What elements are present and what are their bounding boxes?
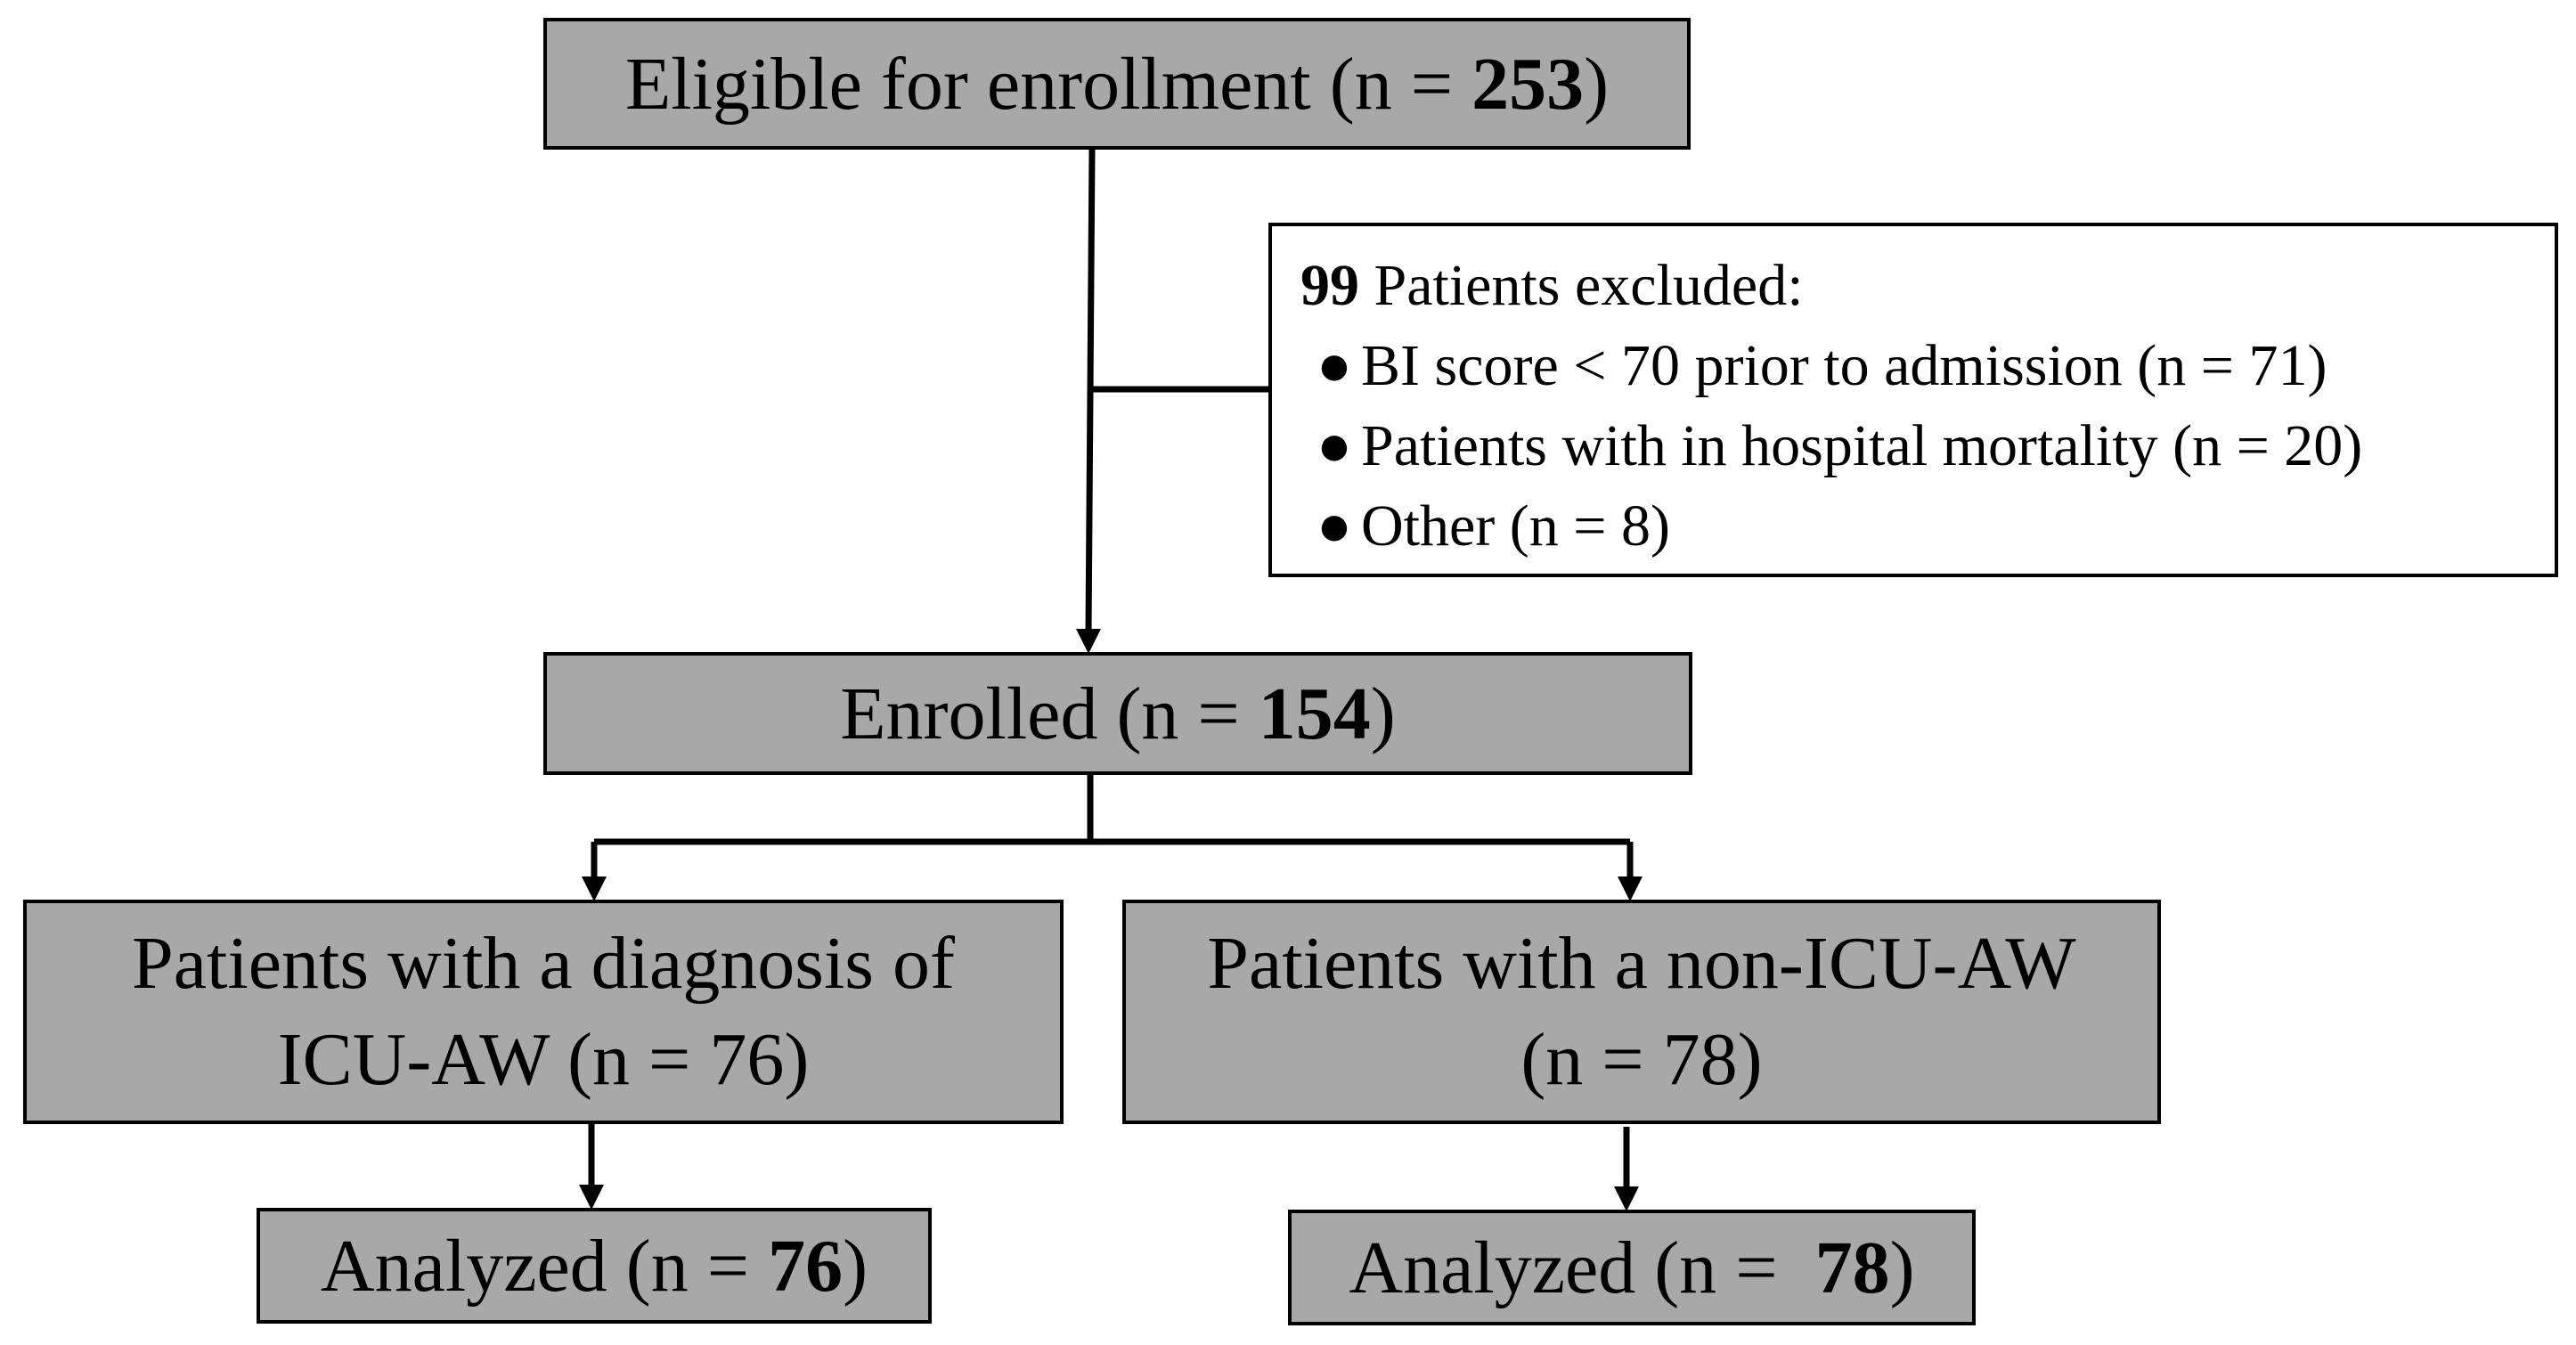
analyzed-icu-aw-prefix: Analyzed (n =: [320, 1224, 769, 1308]
enrolled-prefix: Enrolled (n =: [840, 672, 1259, 755]
enrolled-box: Enrolled (n = 154): [543, 652, 1692, 775]
enrolled-suffix: ): [1370, 672, 1396, 755]
analyzed-icu-aw-suffix: ): [843, 1224, 868, 1308]
arrowhead-enrolled: [1076, 629, 1101, 654]
eligible-prefix: Eligible for enrollment (n =: [624, 42, 1472, 126]
analyzed-non-icu-aw-count: 78: [1814, 1226, 1890, 1309]
analyzed-icu-aw-text: Analyzed (n = 76): [321, 1223, 868, 1309]
eligible-count: 253: [1471, 42, 1585, 126]
excluded-item: ●Other (n = 8): [1300, 486, 2555, 567]
arrowhead-analyzed-1: [579, 1185, 604, 1210]
arrow-eligible-to-enrolled: [1085, 149, 1096, 635]
enrolled-count: 154: [1258, 672, 1371, 755]
arrowhead-non-icu-aw: [1618, 876, 1643, 901]
eligible-text: Eligible for enrollment (n = 253): [625, 41, 1609, 127]
non-icu-aw-group-line1: Patients with a non-ICU-AW: [1207, 922, 2076, 1005]
excluded-item-text: Other (n = 8): [1361, 493, 1670, 558]
bullet-icon: ●: [1317, 333, 1352, 398]
eligible-box: Eligible for enrollment (n = 253): [543, 18, 1691, 150]
excluded-item: ●BI score < 70 prior to admission (n = 7…: [1300, 326, 2555, 406]
analyzed-non-icu-aw-suffix: ): [1889, 1226, 1915, 1309]
analyzed-non-icu-aw-box: Analyzed (n = 78): [1288, 1210, 1976, 1325]
non-icu-aw-group-text: Patients with a non-ICU-AW (n = 78): [1207, 916, 2075, 1108]
analyzed-non-icu-aw-text: Analyzed (n = 78): [1349, 1225, 1914, 1311]
arrowhead-analyzed-2: [1614, 1186, 1639, 1211]
icu-aw-group-box: Patients with a diagnosis of ICU-AW (n =…: [23, 900, 1064, 1124]
analyzed-icu-aw-count: 76: [768, 1224, 844, 1308]
icu-aw-group-text: Patients with a diagnosis of ICU-AW (n =…: [132, 916, 955, 1108]
bullet-icon: ●: [1317, 413, 1352, 478]
icu-aw-group-line1: Patients with a diagnosis of: [132, 922, 955, 1005]
bullet-icon: ●: [1317, 493, 1352, 558]
excluded-label: Patients excluded:: [1359, 253, 1804, 318]
excluded-box: 99 Patients excluded: ●BI score < 70 pri…: [1268, 223, 2558, 577]
excluded-item-text: BI score < 70 prior to admission (n = 71…: [1361, 333, 2327, 398]
analyzed-non-icu-aw-prefix: Analyzed (n =: [1349, 1226, 1815, 1309]
enrolled-text: Enrolled (n = 154): [840, 671, 1396, 757]
non-icu-aw-group-box: Patients with a non-ICU-AW (n = 78): [1122, 900, 2161, 1124]
excluded-count: 99: [1300, 253, 1359, 318]
arrowhead-icu-aw: [582, 876, 607, 901]
non-icu-aw-group-line2: (n = 78): [1520, 1018, 1763, 1101]
eligible-suffix: ): [1584, 42, 1610, 126]
excluded-item: ●Patients with in hospital mortality (n …: [1300, 406, 2555, 486]
analyzed-icu-aw-box: Analyzed (n = 76): [257, 1208, 932, 1324]
icu-aw-group-line2: ICU-AW (n = 76): [277, 1018, 810, 1101]
excluded-header: 99 Patients excluded:: [1300, 246, 2555, 326]
excluded-item-text: Patients with in hospital mortality (n =…: [1361, 413, 2363, 478]
